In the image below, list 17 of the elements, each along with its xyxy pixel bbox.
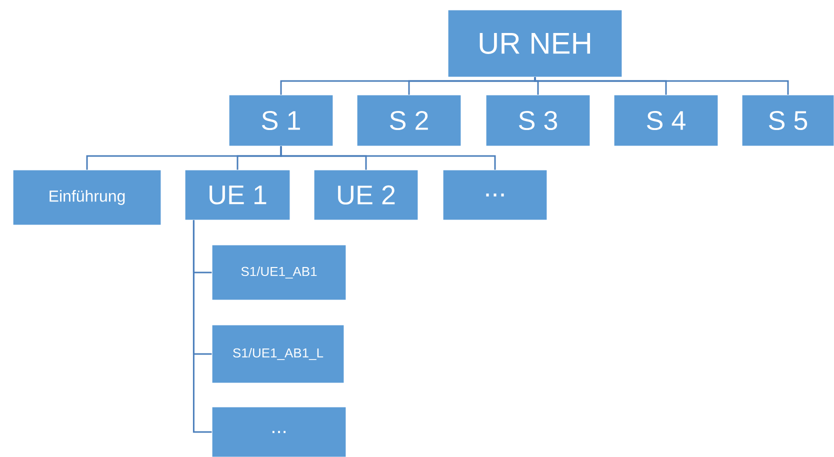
unit-box: Einführung (12, 170, 162, 226)
worksheet-box: ... (212, 406, 346, 457)
connector-line (192, 220, 212, 433)
section-box: S 5 (742, 94, 834, 146)
root-box: UR NEH (448, 10, 622, 78)
connector-line (280, 146, 496, 170)
unit-box: ... (442, 170, 548, 220)
section-box: S 3 (486, 94, 590, 146)
unit-box: UE 1 (184, 170, 290, 220)
section-box: S 2 (356, 94, 462, 146)
section-box: S 1 (228, 94, 334, 146)
worksheet-box: S1/UE1_AB1 (212, 244, 346, 300)
section-box: S 4 (614, 94, 718, 146)
unit-box: UE 2 (314, 170, 418, 220)
connector-line (408, 77, 536, 95)
connector-line (534, 77, 789, 95)
worksheet-box: S1/UE1_AB1_L (212, 324, 344, 384)
